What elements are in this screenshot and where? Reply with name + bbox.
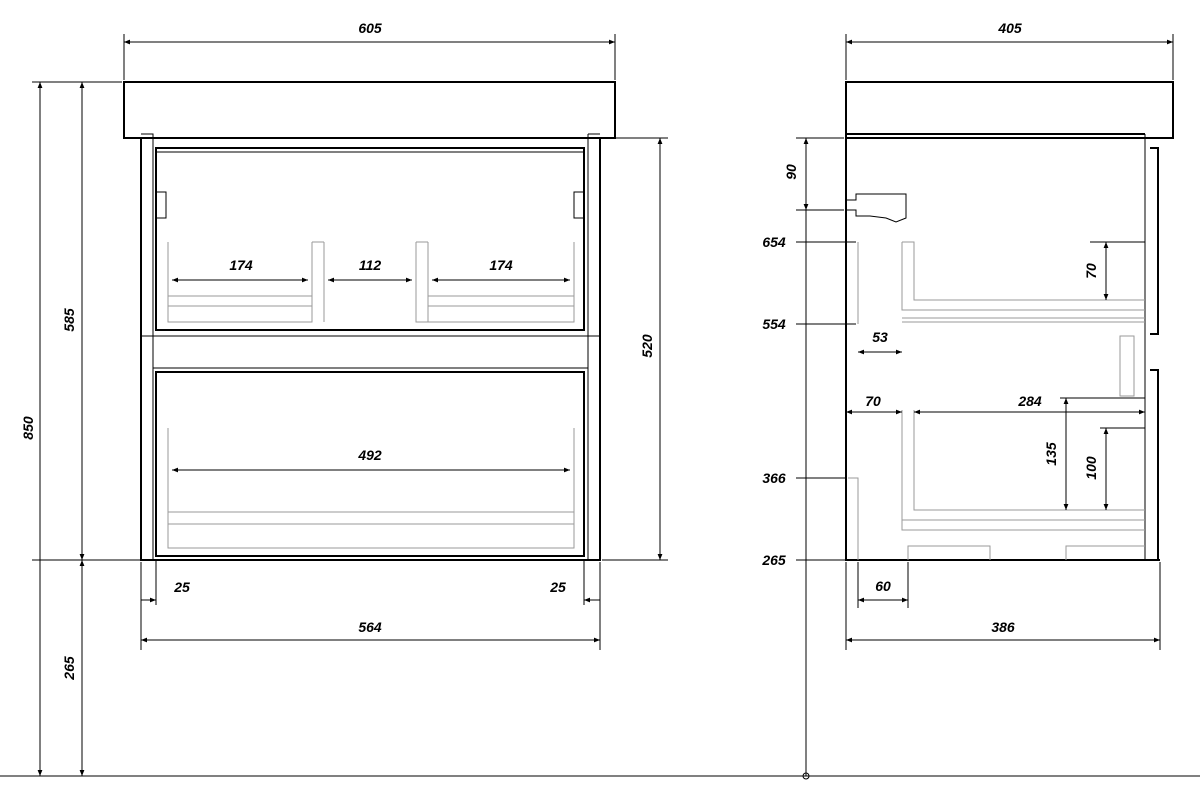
dim-width-top: 605: [358, 20, 382, 36]
front-upper-drawer: [155, 147, 585, 331]
dim-height-floor: 265: [61, 656, 77, 681]
front-cabinet-body: [140, 138, 601, 561]
dim-offset-right: 25: [549, 579, 566, 595]
front-lower-drawer: [155, 371, 585, 557]
side-countertop: [845, 81, 1174, 139]
siphon: [846, 193, 907, 223]
dim-depth-70-upper: 70: [1083, 263, 1099, 279]
front-upper-inner-boxes: [167, 241, 575, 323]
front-lower-inner-box: [167, 428, 575, 549]
dim-drawer-width: 492: [357, 447, 382, 463]
side-lower-drawer: [848, 410, 1145, 560]
dim-height-100: 100: [1083, 456, 1099, 480]
dim-level-265: 265: [761, 552, 786, 568]
dim-height-total: 850: [20, 416, 36, 440]
dim-level-366: 366: [762, 470, 786, 486]
dim-depth-53: 53: [872, 329, 888, 345]
dim-depth-284: 284: [1017, 393, 1042, 409]
dim-level-654: 654: [762, 234, 786, 250]
front-view: 605 850 585 265 520 174 112 174 492 25 2…: [0, 20, 1200, 777]
dim-height-cabinet: 585: [61, 308, 77, 332]
dim-depth-90: 90: [783, 164, 799, 180]
dim-shelf-left: 174: [229, 257, 253, 273]
dim-width-body: 564: [358, 619, 382, 635]
dim-depth-70-lower: 70: [865, 393, 881, 409]
dim-depth-body: 386: [991, 619, 1015, 635]
dim-shelf-middle: 112: [359, 257, 382, 273]
dim-level-554: 554: [762, 316, 786, 332]
dim-offset-left: 25: [173, 579, 190, 595]
dim-height-body: 520: [639, 334, 655, 358]
side-cabinet-body: [845, 133, 1160, 561]
side-upper-drawer: [857, 241, 1145, 324]
side-view: 405 90 654 554 366 265 53 70 284 70 135 …: [761, 20, 1174, 780]
dim-shelf-right: 174: [489, 257, 513, 273]
dim-height-135: 135: [1043, 442, 1059, 466]
dim-depth-60: 60: [875, 578, 891, 594]
dim-depth-top: 405: [997, 20, 1022, 36]
front-countertop: [123, 81, 616, 139]
